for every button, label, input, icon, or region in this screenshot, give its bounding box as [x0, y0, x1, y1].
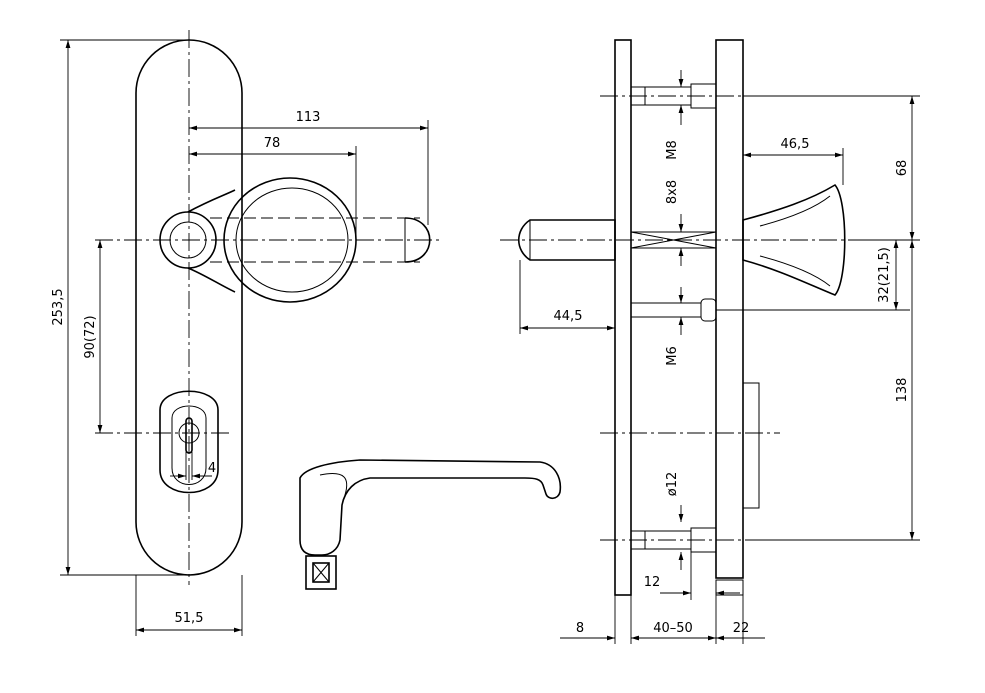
height-label: 253,5	[51, 288, 66, 325]
mid-screw	[630, 298, 717, 322]
square-label: 8x8	[665, 180, 680, 204]
m6-label: M6	[665, 346, 680, 366]
lever-handle-detail	[299, 459, 562, 590]
side-knob	[742, 183, 846, 296]
center-distance-label: 90(72)	[83, 315, 98, 358]
cylinder-tab	[742, 382, 760, 509]
dia-label: ø12	[665, 472, 680, 497]
front-view: 253,5 90(72) 113 78 51,5 4	[51, 30, 440, 636]
keyhole-escutcheon	[159, 390, 219, 494]
handle-grip	[159, 177, 431, 303]
knob-offset-label: 32(21,5)	[877, 247, 892, 303]
side-view: 68 32(21,5) 138 46,5 44,5 M8 8x8 M6 ø12 …	[500, 39, 920, 644]
small-gap-label: 12	[644, 575, 661, 590]
handle-reach-label: 113	[296, 110, 321, 125]
spindle-square	[630, 231, 717, 249]
slot-label: 4	[208, 461, 216, 476]
top-offset-label: 68	[895, 160, 910, 177]
bottom-screw	[630, 527, 717, 553]
outer-plate	[715, 39, 744, 579]
m8-label: M8	[665, 140, 680, 160]
side-lever-stub	[517, 219, 616, 261]
outer-plate-label: 22	[733, 621, 750, 636]
door-thickness-label: 40–50	[653, 621, 693, 636]
inner-plate	[614, 39, 632, 596]
lower-offset-label: 138	[895, 378, 910, 403]
top-screw	[630, 83, 717, 109]
plate-thickness-label: 8	[576, 621, 584, 636]
knob-depth-label: 46,5	[781, 137, 810, 152]
width-label: 51,5	[175, 611, 204, 626]
lever-depth-label: 44,5	[554, 309, 583, 324]
knob-reach-label: 78	[264, 136, 281, 151]
